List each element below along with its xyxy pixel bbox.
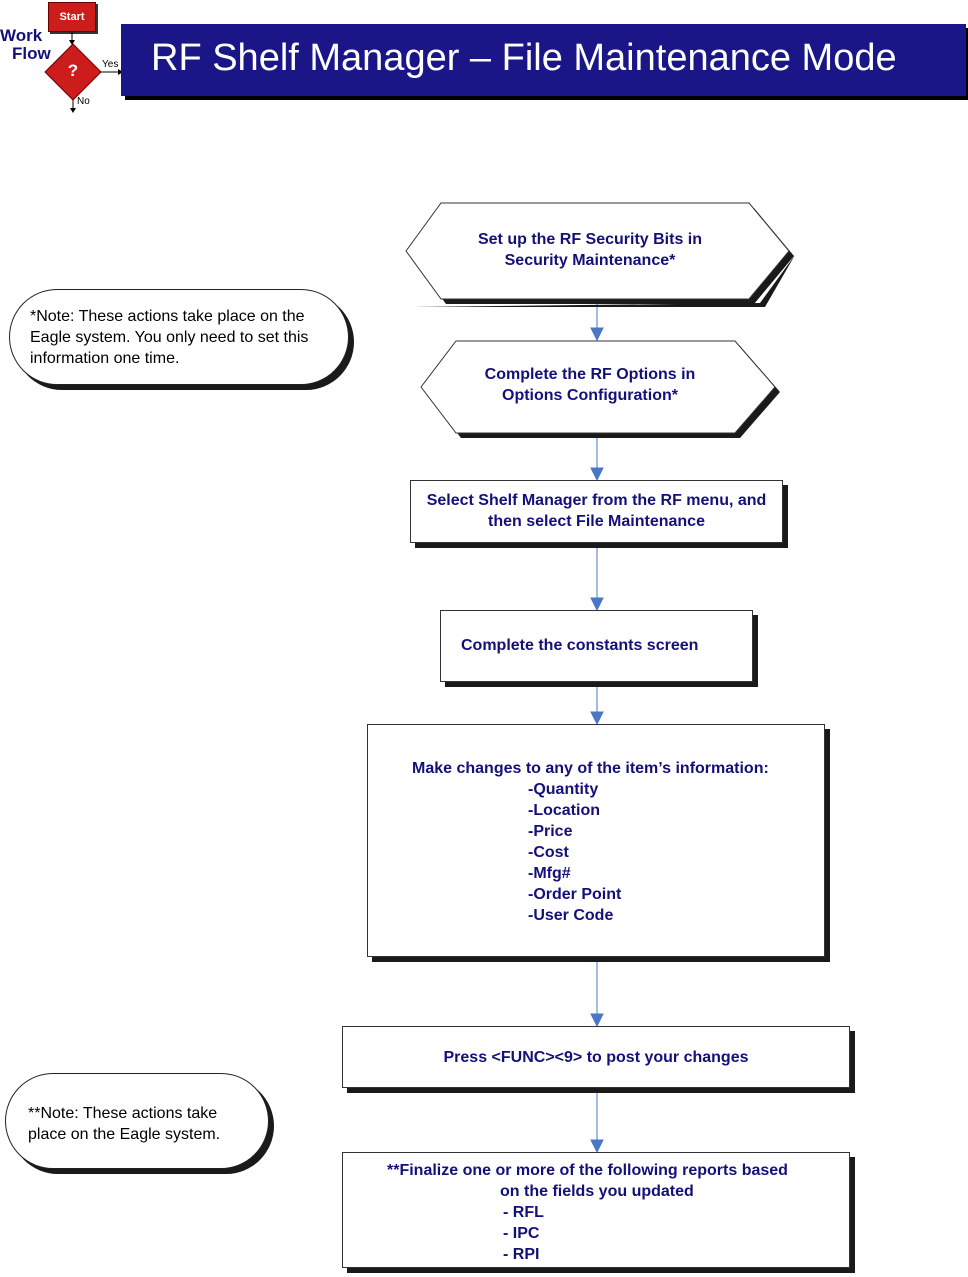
step4-box: Complete the constants screen <box>440 610 753 682</box>
note-one-time-setup-text: *Note: These actions take place on the E… <box>30 308 309 367</box>
note-eagle-system: **Note: These actions take place on the … <box>5 1073 269 1169</box>
step1-text: Set up the RF Security Bits in Security … <box>477 231 703 269</box>
step3-box: Select Shelf Manager from the RF menu, a… <box>410 480 783 543</box>
step5-item-order-point: -Order Point <box>528 886 622 903</box>
title-bar <box>121 24 966 96</box>
logo-no-label: No <box>77 96 90 107</box>
step1-hexagon <box>405 202 795 307</box>
logo-yes-label: Yes <box>102 59 119 70</box>
logo-start-box: Start <box>48 2 96 32</box>
step5-item-quantity: -Quantity <box>528 781 599 798</box>
arrow-head <box>590 327 604 342</box>
step6-text: Press <FUNC><9> to post your changes <box>443 1049 749 1066</box>
step5-item-cost: -Cost <box>528 844 569 861</box>
step7-item-ipc: - IPC <box>503 1225 540 1242</box>
step4-text: Complete the constants screen <box>461 637 699 654</box>
note-one-time-setup: *Note: These actions take place on the E… <box>9 289 349 385</box>
step7-item-rpi: - RPI <box>503 1246 540 1263</box>
page-title: RF Shelf Manager – File Maintenance Mode <box>151 37 897 79</box>
arrow-head <box>590 711 604 726</box>
arrow-head <box>590 467 604 482</box>
step5-item-mfg: -Mfg# <box>528 865 571 882</box>
step2-hexagon <box>420 340 780 438</box>
logo-question-mark: ? <box>67 61 79 80</box>
step5-heading: Make changes to any of the item’s inform… <box>412 760 769 777</box>
arrow-head <box>590 1139 604 1154</box>
workflow-logo: Start ? Work Flow Yes No <box>0 0 125 115</box>
step5-box: Make changes to any of the item’s inform… <box>367 724 825 957</box>
step7-heading-line1: **Finalize one or more of the following … <box>387 1162 788 1179</box>
step3-text: Select Shelf Manager from the RF menu, a… <box>426 492 767 530</box>
step7-item-rfl: - RFL <box>503 1204 544 1221</box>
step2-text: Complete the RF Options in Options Confi… <box>484 366 696 404</box>
step7-heading-line2: on the fields you updated <box>500 1183 694 1200</box>
logo-connectors <box>44 31 123 113</box>
note-eagle-system-text: **Note: These actions take place on the … <box>28 1105 221 1143</box>
arrow-head <box>590 1013 604 1028</box>
logo-word-work: Work <box>0 26 43 45</box>
logo-word-flow: Flow <box>12 44 51 63</box>
step5-item-price: -Price <box>528 823 573 840</box>
arrow-head <box>590 597 604 612</box>
step6-box: Press <FUNC><9> to post your changes <box>342 1026 850 1088</box>
step5-item-location: -Location <box>528 802 600 819</box>
step7-box: **Finalize one or more of the following … <box>342 1152 850 1268</box>
step5-item-user-code: -User Code <box>528 907 614 924</box>
